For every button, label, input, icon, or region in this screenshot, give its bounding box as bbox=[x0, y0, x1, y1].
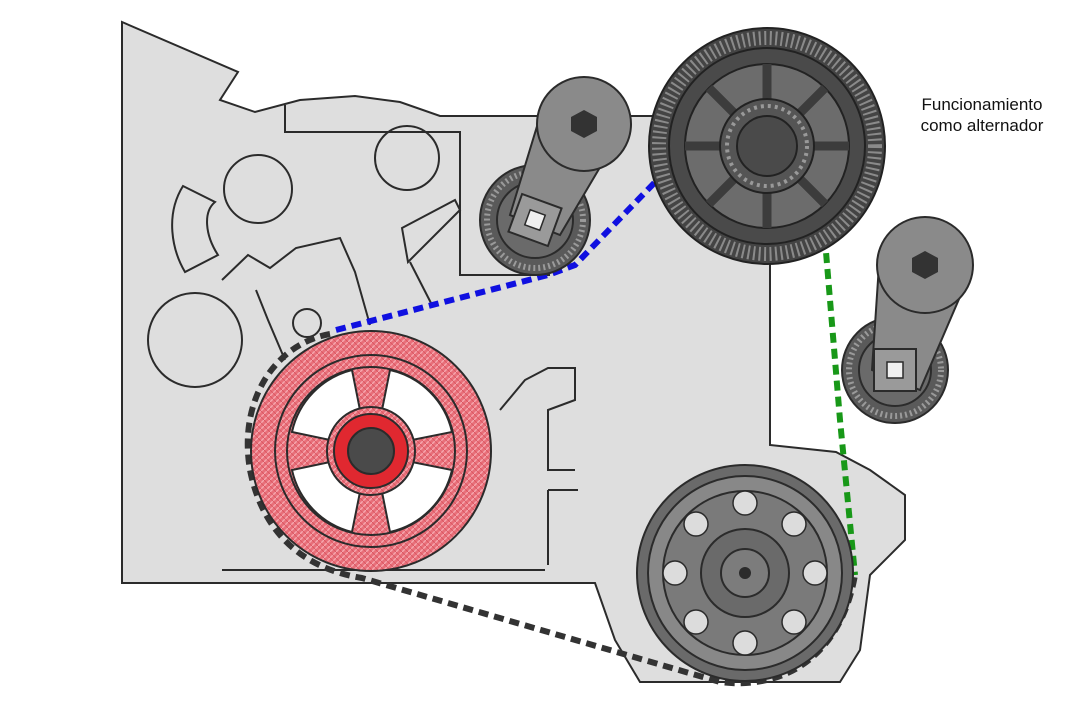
caption-line-1: Funcionamiento bbox=[921, 95, 1043, 114]
crankshaft-pulley bbox=[636, 464, 854, 682]
tensioner-right bbox=[841, 216, 974, 424]
caption-line-2: como alternador bbox=[920, 116, 1044, 135]
hexagon-bolt-icon bbox=[571, 110, 597, 138]
diagram-caption: Funcionamiento como alternador bbox=[892, 94, 1072, 136]
hexagon-bolt-icon bbox=[912, 251, 938, 279]
starter-generator-pulley bbox=[250, 330, 492, 572]
tensioner-upper bbox=[479, 76, 632, 276]
upper-accessory-pulley bbox=[648, 27, 886, 265]
